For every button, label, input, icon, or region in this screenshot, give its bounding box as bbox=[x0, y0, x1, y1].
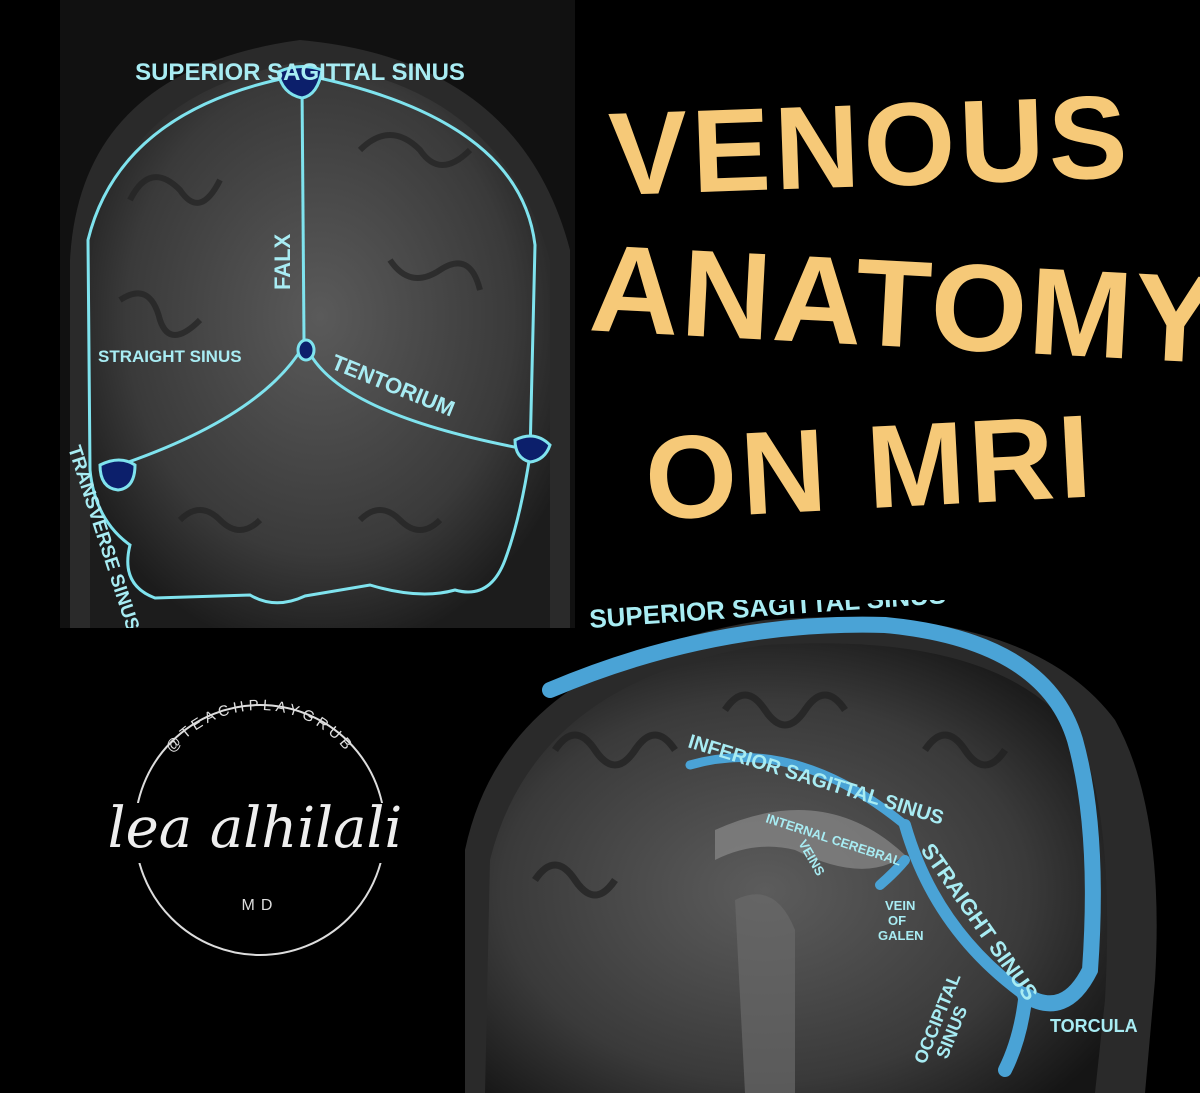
sagittal-inferior-sagittal-sinus bbox=[685, 753, 910, 830]
label-falx: FALX bbox=[270, 233, 295, 290]
brainstem bbox=[735, 894, 795, 1093]
logo-handle: @TEACHPLAYGRUB bbox=[162, 697, 357, 756]
coronal-transverse-sinus-left bbox=[98, 458, 137, 492]
sagittal-mri-panel: SUPERIOR SAGITTAL SINUS INFERIOR SAGITTA… bbox=[465, 600, 1200, 1093]
label-straight-sinus-coronal: STRAIGHT SINUS bbox=[98, 347, 242, 366]
coronal-straight-sinus bbox=[296, 338, 316, 362]
sagittal-straight-sinus bbox=[899, 819, 1031, 1001]
tentorium-left bbox=[104, 344, 306, 472]
sagittal-gyri bbox=[532, 691, 1008, 899]
author-logo: @TEACHPLAYGRUB lea alhilali MD bbox=[55, 655, 455, 985]
label-vein-of-galen-line3: GALEN bbox=[878, 928, 924, 943]
title-line-1: VENOUS bbox=[606, 70, 1134, 222]
sagittal-brain bbox=[485, 643, 1108, 1093]
coronal-dural-outline bbox=[86, 74, 537, 605]
tentorium-right bbox=[306, 349, 531, 452]
title-line-3: ON MRI bbox=[641, 390, 1099, 546]
label-torcula: TORCULA bbox=[1050, 1016, 1138, 1036]
label-vein-of-galen-line1: VEIN bbox=[885, 898, 915, 913]
sagittal-sinus-paths bbox=[542, 616, 1101, 1077]
coronal-mri-panel: SUPERIOR SAGITTAL SINUS FALX STRAIGHT SI… bbox=[60, 0, 575, 628]
logo-name-backdrop bbox=[65, 803, 455, 863]
logo-credential: MD bbox=[242, 897, 279, 914]
sagittal-occipital-sinus bbox=[998, 993, 1032, 1077]
sagittal-superior-sagittal-sinus bbox=[542, 616, 1101, 1012]
label-superior-sagittal-sinus-coronal: SUPERIOR SAGITTAL SINUS bbox=[135, 59, 465, 86]
logo-svg: @TEACHPLAYGRUB lea alhilali MD bbox=[65, 697, 455, 956]
sagittal-vein-of-galen bbox=[875, 855, 910, 890]
label-vein-of-galen-line2: OF bbox=[888, 913, 906, 928]
coronal-diagram: SUPERIOR SAGITTAL SINUS FALX STRAIGHT SI… bbox=[60, 0, 575, 628]
falx-line bbox=[300, 83, 306, 341]
title-line-2: ANATOMY bbox=[586, 219, 1200, 391]
coronal-transverse-sinus-right bbox=[513, 434, 552, 464]
corpus-callosum bbox=[715, 810, 905, 869]
logo-name: lea alhilali bbox=[108, 796, 403, 861]
coronal-gyri bbox=[118, 132, 483, 533]
coronal-superior-sagittal-sinus bbox=[276, 65, 324, 100]
sagittal-diagram: SUPERIOR SAGITTAL SINUS INFERIOR SAGITTA… bbox=[465, 600, 1157, 1093]
